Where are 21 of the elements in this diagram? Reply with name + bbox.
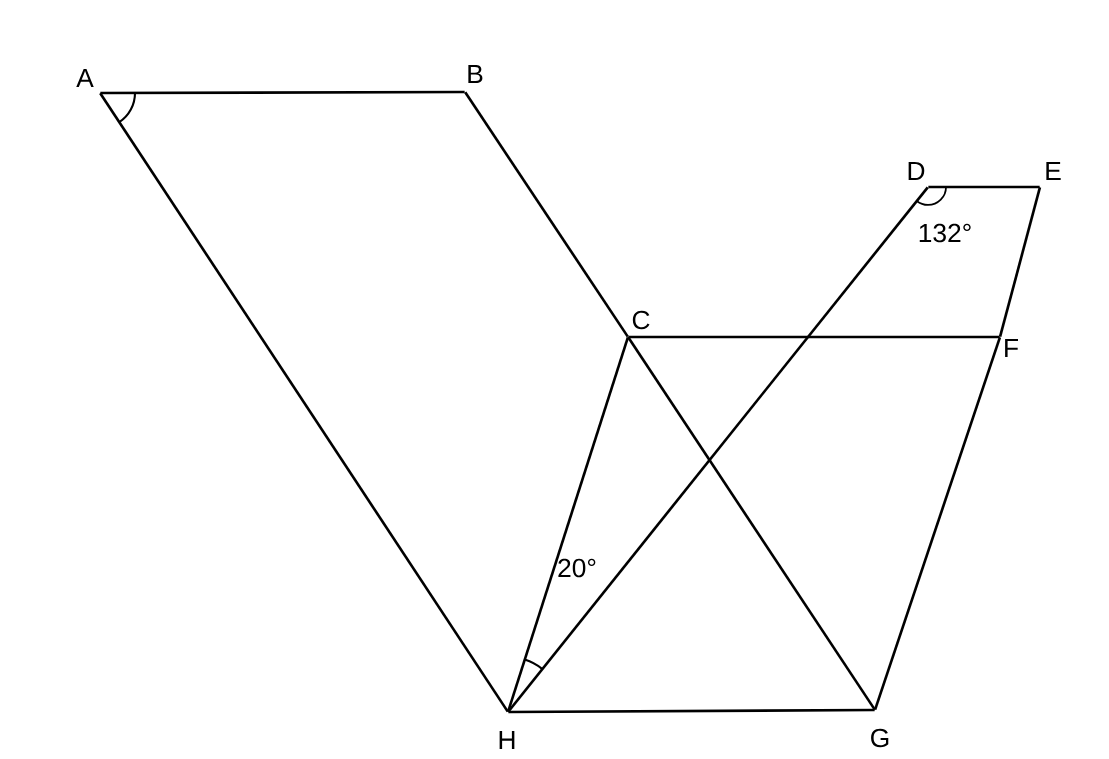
line-segment [99, 92, 509, 713]
line-segment [627, 336, 876, 711]
line-segment [100, 90, 465, 95]
vertex-label: A [76, 68, 94, 88]
vertex-label: B [468, 64, 483, 84]
line-segment [928, 185, 1040, 189]
line-segment [628, 335, 1000, 339]
vertex-label: F [1005, 338, 1018, 358]
line-segment [506, 336, 630, 713]
line-segment [507, 186, 929, 713]
line-segment [998, 187, 1042, 337]
vertex-label: D [908, 161, 925, 181]
angle-label: 20° [558, 558, 596, 578]
vertex-label: G [871, 728, 889, 748]
vertex-label: H [499, 730, 515, 750]
line-segment [464, 91, 629, 338]
vertex-label: E [1046, 161, 1061, 181]
line-segment [873, 336, 1002, 711]
vertex-label: C [632, 310, 650, 330]
angle-label: 132° [919, 223, 971, 243]
line-segment [508, 708, 875, 714]
